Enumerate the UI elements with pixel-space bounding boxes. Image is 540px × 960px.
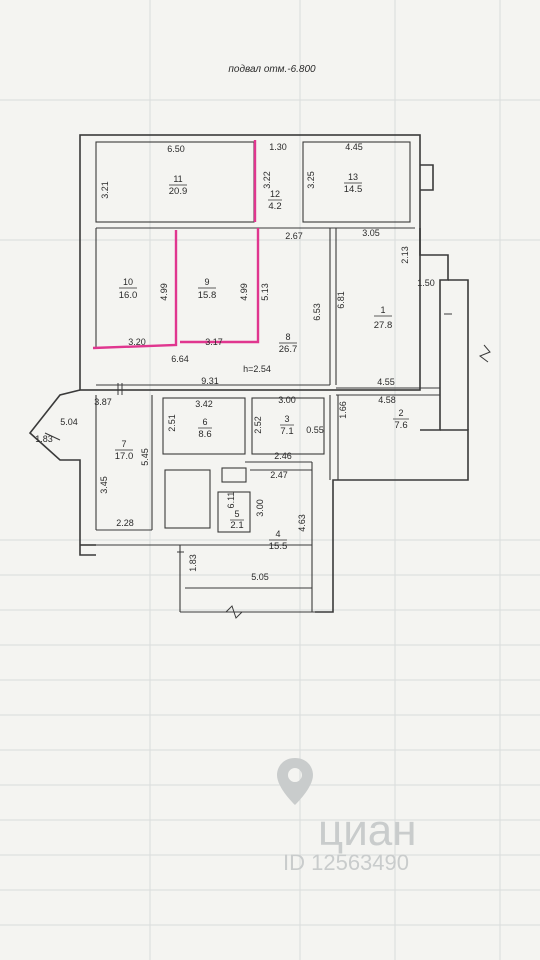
room-number: 4 (275, 529, 280, 539)
dimension-label: 2.46 (274, 451, 292, 461)
dimension-label: 9.31 (201, 376, 219, 386)
dimension-label: 2.67 (285, 231, 303, 241)
dimension-label: 3.87 (94, 397, 112, 407)
dimension-label: 5.05 (251, 572, 269, 582)
room-area: 16.0 (119, 290, 138, 301)
room-area: 4.2 (268, 201, 281, 212)
room-number: 1 (380, 305, 385, 315)
dimension-label: 4.58 (378, 395, 396, 405)
watermark: циан ID 12563490 (277, 758, 417, 875)
dimension-label: 0.55 (306, 425, 324, 435)
dimension-labels: 6.50 1.30 4.45 3.21 3.22 3.25 2.67 3.05 … (35, 142, 435, 582)
location-pin-icon (277, 758, 313, 805)
room-number: 10 (123, 277, 133, 287)
room-area: 7.6 (394, 420, 407, 431)
room-number: 9 (204, 277, 209, 287)
break-marks (117, 313, 491, 619)
room-number: 6 (202, 417, 207, 427)
room-area: 15.8 (198, 290, 217, 301)
dimension-label: 5.45 (140, 448, 150, 466)
room-area: 14.5 (344, 184, 363, 195)
dimension-label: 1.83 (188, 554, 198, 572)
dimension-label: 3.45 (99, 476, 109, 494)
room-number: 12 (270, 189, 280, 199)
dimension-label: 2.13 (400, 246, 410, 264)
room-number: 5 (234, 509, 239, 519)
dimension-label: 6.81 (336, 291, 346, 309)
dimension-label: 1.66 (338, 401, 348, 419)
room-labels: 1 27.8 2 7.6 3 7.1 4 15.5 5 2.1 6 8.6 7 … (115, 172, 408, 552)
dimension-label: 1.50 (417, 278, 435, 288)
dimension-label: 3.17 (205, 337, 223, 347)
watermark-id: ID 12563490 (283, 850, 409, 875)
room-number: 3 (284, 414, 289, 424)
room-area: 20.9 (169, 186, 188, 197)
dimension-label: 3.22 (262, 171, 272, 189)
highlighted-walls (92, 140, 260, 350)
dimension-label: 3.00 (278, 395, 296, 405)
dimension-label: 5.04 (60, 417, 78, 427)
room-area: 2.1 (230, 520, 243, 531)
dimension-label: 5.13 (260, 283, 270, 301)
dimension-label: 3.00 (255, 499, 265, 517)
dimension-label: 3.05 (362, 228, 380, 238)
room-area: 27.8 (374, 320, 393, 331)
room-number: 13 (348, 172, 358, 182)
room-area: 8.6 (198, 429, 211, 440)
dimension-label: 4.55 (377, 377, 395, 387)
dimension-label: 3.42 (195, 399, 213, 409)
dimension-label: 6.53 (312, 303, 322, 321)
room-number: 7 (121, 439, 126, 449)
dimension-label: 6.11 (226, 492, 236, 509)
room-fraction-lines (115, 182, 409, 541)
dimension-label: 2.47 (270, 470, 288, 480)
dimension-label: 4.99 (159, 283, 169, 301)
dimension-label: 1.83 (35, 434, 53, 444)
dimension-label: 2.51 (167, 414, 177, 432)
room-area: 15.5 (269, 541, 288, 552)
plan-title: подвал отм.-6.800 (228, 64, 316, 75)
dimension-label: 3.20 (128, 337, 146, 347)
room-area: 17.0 (115, 451, 134, 462)
dimension-label: 6.64 (171, 354, 189, 364)
walls (28, 134, 469, 613)
dimension-label: 3.21 (100, 181, 110, 199)
dimension-label: 3.25 (306, 171, 316, 189)
dimension-label: 2.28 (116, 518, 134, 528)
room-number: 11 (173, 174, 182, 184)
dimension-label: 1.30 (269, 142, 287, 152)
room-area: 7.1 (280, 426, 293, 437)
dimension-label: 4.63 (297, 514, 307, 532)
dimension-label: 4.99 (239, 283, 249, 301)
room-area: 26.7 (279, 344, 298, 355)
dimension-label: 4.45 (345, 142, 363, 152)
dimension-label: 2.52 (253, 416, 263, 434)
room-number: 2 (398, 408, 403, 418)
ceiling-height-note: h=2.54 (243, 364, 271, 374)
room-number: 8 (285, 332, 290, 342)
dimension-label: 6.50 (167, 144, 185, 154)
watermark-brand: циан (318, 806, 417, 855)
